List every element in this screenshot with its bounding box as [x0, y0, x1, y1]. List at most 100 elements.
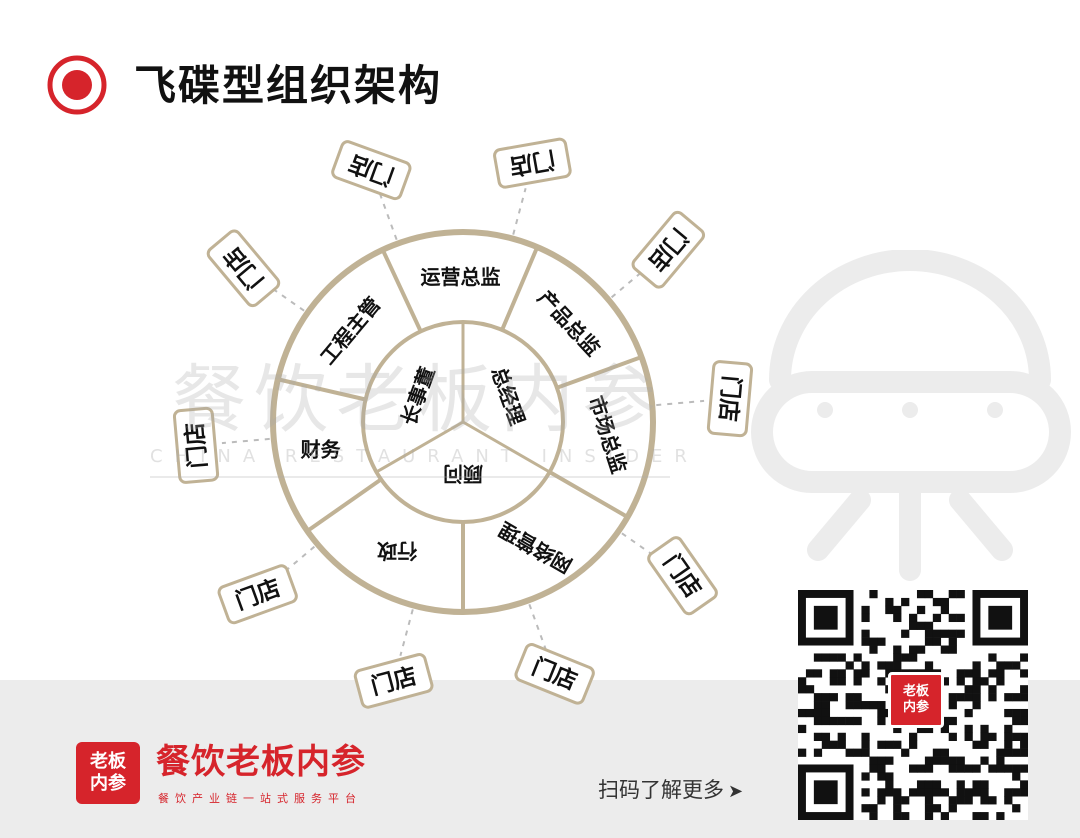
qr-module [853, 748, 862, 757]
qr-module [1020, 716, 1028, 726]
qr-module [948, 637, 957, 646]
qr-module [837, 677, 846, 686]
qr-module [964, 788, 973, 797]
qr-module [821, 740, 831, 749]
scan-prompt[interactable]: 扫码了解更多➤ [598, 776, 743, 804]
qr-module [932, 748, 942, 757]
qr-module [1012, 716, 1021, 726]
inner-divider [375, 420, 464, 474]
qr-module [996, 661, 1005, 670]
page-title: 飞碟型组织架构 [134, 61, 443, 110]
qr-module [988, 796, 997, 805]
qr-module [940, 756, 949, 765]
qr-module [885, 597, 894, 607]
qr-module [798, 685, 807, 694]
ring-divider [548, 470, 629, 519]
qr-module [1004, 740, 1013, 749]
ring-divider [500, 246, 540, 331]
qr-module [940, 597, 949, 607]
qr-module [901, 748, 910, 757]
qr-module [916, 605, 926, 615]
qr-module [893, 653, 902, 662]
qr-module [972, 693, 981, 702]
qr-module [861, 701, 870, 710]
qr-module [869, 645, 878, 654]
qr-module [996, 677, 1005, 686]
qr-module [805, 669, 815, 678]
qr-module [948, 693, 957, 702]
qr-logo-line1: 老板 [902, 684, 929, 699]
ring-divider [380, 248, 423, 333]
store-box: 门店 [514, 643, 595, 705]
qr-module [1012, 693, 1021, 702]
qr-module [877, 796, 886, 805]
qr-module [901, 629, 910, 638]
qr-module [916, 590, 926, 599]
qr-module [837, 732, 846, 741]
brand-logo: 老板 内参 [76, 742, 140, 804]
qr-module [845, 716, 854, 726]
qr-module [893, 645, 902, 654]
qr-module [909, 621, 918, 630]
qr-module [821, 701, 831, 710]
store-box-frame [514, 643, 595, 705]
qr-module [948, 629, 957, 638]
qr-module [901, 796, 910, 805]
qr-module [821, 693, 831, 702]
qr-module [877, 708, 886, 718]
qr-module [956, 780, 965, 789]
qr-module [988, 653, 997, 662]
qr-module [964, 796, 973, 805]
qr-module [972, 677, 981, 686]
qr-module [956, 764, 965, 773]
qr-module [948, 732, 957, 741]
qr-module [821, 708, 831, 718]
qr-module [861, 788, 870, 797]
qr-module [980, 732, 989, 741]
qr-module [964, 732, 973, 741]
qr-module [877, 661, 886, 670]
qr-module [1020, 685, 1028, 694]
qr-module [901, 597, 910, 607]
qr-module [1004, 693, 1013, 702]
qr-finder-core [988, 605, 1013, 630]
store-connector [264, 282, 305, 312]
qr-module [924, 629, 934, 638]
qr-module [988, 669, 997, 678]
qr-module [885, 772, 894, 781]
store-connector [379, 194, 398, 241]
qr-module [805, 685, 815, 694]
qr-center-logo: 老板 内参 [888, 672, 944, 728]
watermark-text: 餐饮老板内参 [172, 357, 664, 443]
qr-module [940, 645, 949, 654]
store-box: 门店 [631, 210, 706, 289]
qr-module [909, 645, 918, 654]
qr-module [837, 716, 846, 726]
qr-module [924, 804, 934, 813]
qr-module [924, 796, 934, 805]
qr-module [980, 780, 989, 789]
qr-module [1012, 732, 1021, 741]
qr-module [948, 796, 957, 805]
qr-module [980, 756, 989, 765]
qr-module [861, 732, 870, 741]
qr-module [813, 708, 823, 718]
qr-module [798, 708, 807, 718]
qr-module [996, 756, 1005, 765]
qr-module [1004, 724, 1013, 734]
qr-module [877, 677, 886, 686]
qr-module [916, 621, 926, 630]
qr-module [909, 653, 918, 662]
qr-module [972, 780, 981, 789]
qr-module [821, 716, 831, 726]
qr-module [885, 661, 894, 670]
store-box-frame [353, 653, 434, 709]
qr-module [924, 756, 934, 765]
qr-module [972, 701, 981, 710]
store-connector [621, 532, 662, 562]
qr-module [988, 764, 997, 773]
qr-module [909, 764, 918, 773]
qr-module [909, 613, 918, 623]
qr-module [861, 748, 870, 757]
qr-module [980, 812, 989, 820]
